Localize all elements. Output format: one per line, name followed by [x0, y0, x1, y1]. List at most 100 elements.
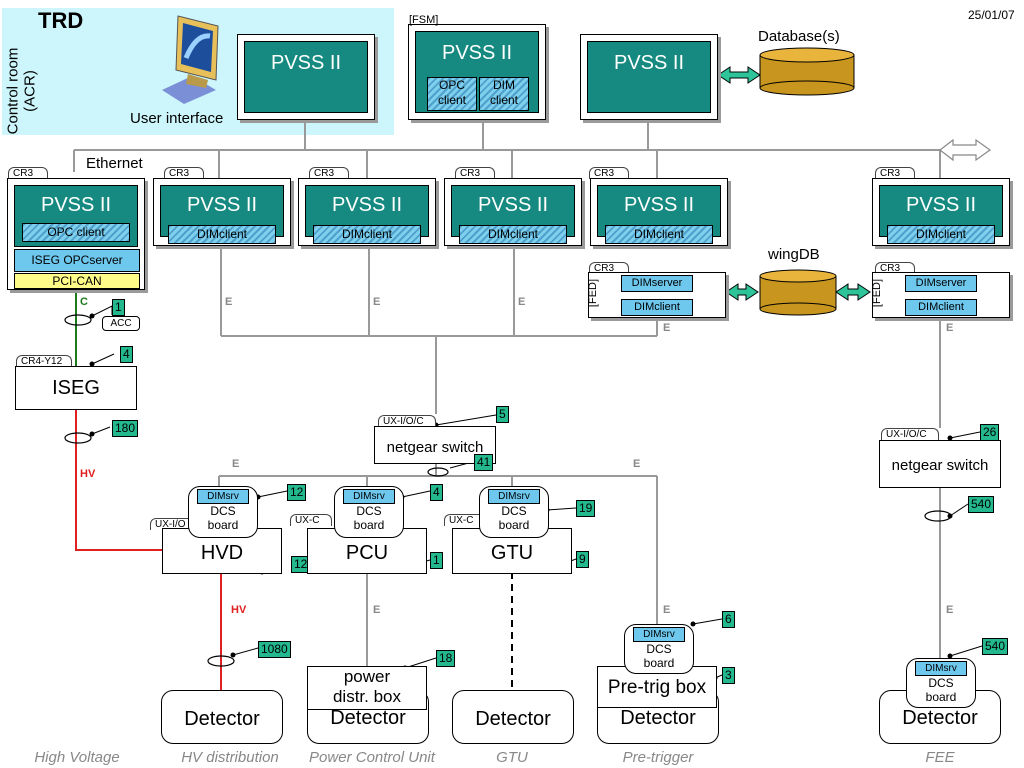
pvss-dim-computer: PVSS II DIMclient	[298, 178, 436, 246]
dcs-board: DIMsrv DCS board	[906, 658, 976, 708]
hv-label: HV	[231, 604, 247, 616]
ethernet-label: Ethernet	[86, 155, 143, 172]
dcs-board-label: DCS board	[353, 504, 385, 532]
hvd-count: 12	[291, 556, 311, 573]
ethernet-e-label: E	[232, 458, 240, 470]
power-distr-box: power distr. box	[307, 666, 427, 710]
hvd-hv-count: 1080	[258, 641, 291, 658]
pvss-acr-computer: PVSS II	[237, 34, 375, 120]
cr3-tab: CR3	[8, 167, 48, 179]
dimsrv-box: DIMsrv	[633, 627, 685, 642]
wingdb-label: wingDB	[768, 246, 820, 263]
pvss-fsm-computer: PVSS II OPC client DIM client	[408, 24, 546, 120]
pcu-dcs-count: 4	[430, 484, 443, 501]
database-label: Database(s)	[758, 28, 840, 45]
pretrig-count: 3	[722, 667, 735, 684]
dcs-board: DIMsrv DCS board	[188, 486, 258, 538]
gtu-count: 9	[576, 551, 589, 568]
ethernet-e-label: E	[633, 458, 641, 470]
fee-dcs-count: 540	[982, 638, 1009, 655]
dimserver-box: DIMserver	[905, 275, 977, 292]
cr3-tab: CR3	[309, 167, 349, 179]
acc-box: ACC	[102, 316, 140, 331]
double-arrow-icon	[717, 66, 871, 301]
user-interface-label: User interface	[130, 110, 224, 127]
caption-gtu: GTU	[496, 749, 528, 766]
fee-switch-count: 26	[980, 424, 1000, 441]
fee-cable-count: 540	[968, 496, 995, 513]
switch-tab: UX-I/O/C	[881, 428, 939, 440]
dimclient-box: DIMclient	[605, 225, 713, 244]
cr3-tab: CR3	[589, 167, 629, 179]
dcs-board-label: DCS board	[643, 642, 675, 670]
ethernet-e-label: E	[663, 322, 671, 334]
pvss-label: PVSS II	[587, 41, 711, 113]
pvss-dim-computer: PVSS II DIMclient	[590, 178, 728, 246]
database-icon	[759, 47, 855, 96]
dim-client-box: DIM client	[479, 77, 529, 111]
iseg-tab: CR4-Y12	[16, 355, 72, 367]
dimsrv-box: DIMsrv	[343, 489, 395, 504]
fed-server-left: [FED] DIMserver DIMclient	[587, 272, 726, 318]
detector-high-voltage: Detector	[161, 690, 283, 744]
fsm-label: [FSM]	[409, 14, 439, 26]
pvss-dim-computer: PVSS II DIMclient	[153, 178, 291, 246]
opc-client-box: OPC client	[22, 223, 130, 242]
ethernet-e-label: E	[946, 604, 954, 616]
caption-hv-distribution: HV distribution	[181, 749, 279, 766]
switch-down-count: 41	[474, 454, 494, 471]
cr3-tab: CR3	[875, 262, 915, 274]
dimsrv-box: DIMsrv	[197, 489, 249, 504]
date-label: 25/01/07	[968, 8, 1015, 22]
ethernet-e-label: E	[225, 296, 233, 308]
pvss-dim-computer: PVSS II DIMclient	[444, 178, 582, 246]
ethernet-e-label: E	[946, 322, 954, 334]
can-c-label: C	[80, 296, 88, 308]
dcs-board-label: DCS board	[498, 504, 530, 532]
caption-fee: FEE	[925, 749, 955, 766]
dimclient-box: DIMclient	[168, 225, 276, 244]
iseg-hv-count: 180	[112, 420, 139, 437]
dimsrv-box: DIMsrv	[488, 489, 540, 504]
dimclient-box: DIMclient	[459, 225, 567, 244]
pcu-tab: UX-C	[290, 514, 332, 526]
dimclient-box: DIMclient	[313, 225, 421, 244]
cr3-tab: CR3	[164, 167, 204, 179]
caption-high-voltage: High Voltage	[34, 749, 120, 766]
fed-label: [FED]	[587, 278, 600, 308]
dimsrv-box: DIMsrv	[915, 661, 967, 676]
dcs-board-label: DCS board	[207, 504, 239, 532]
pci-can-box: PCI-CAN	[14, 273, 140, 289]
hv-label: HV	[80, 468, 96, 480]
iseg-opcserver-box: ISEG OPCserver	[14, 249, 140, 272]
netgear-switch-fee: netgear switch	[879, 440, 1001, 488]
computer-icon	[158, 14, 230, 104]
cr3-tab: CR3	[875, 167, 915, 179]
detector-label: Detector	[620, 707, 696, 729]
dimclient-box: DIMclient	[621, 299, 693, 316]
dimclient-box: DIMclient	[905, 299, 977, 316]
cr3-tab: CR3	[589, 262, 629, 274]
opc-client-box: OPC client	[427, 77, 477, 111]
page-title: TRD	[38, 8, 84, 33]
detector-gtu: Detector	[452, 690, 574, 744]
hvd-dcs-count: 12	[287, 484, 307, 501]
switch-count: 5	[496, 406, 509, 423]
dcs-board: DIMsrv DCS board	[479, 486, 549, 538]
dcs-board: DIMsrv DCS board	[624, 624, 694, 674]
dimclient-box: DIMclient	[887, 225, 995, 244]
pvss-fee-computer: PVSS II DIMclient	[872, 178, 1010, 246]
detector-label: Detector	[902, 707, 978, 729]
pvss-iseg-computer: PVSS II OPC client ISEG OPCserver PCI-CA…	[7, 178, 145, 290]
switch-tab: UX-I/O/C	[378, 415, 436, 427]
acc-count: 1	[112, 299, 125, 316]
ethernet-e-label: E	[373, 296, 381, 308]
pvss-label: PVSS II	[244, 41, 368, 113]
cr3-tab: CR3	[455, 167, 495, 179]
dcs-board-label: DCS board	[925, 676, 957, 704]
pcu-count: 1	[430, 552, 443, 569]
detector-label: Detector	[330, 707, 406, 729]
dcs-board: DIMsrv DCS board	[334, 486, 404, 538]
fed-server-right: [FED] DIMserver DIMclient	[871, 272, 1010, 318]
pretrig-dcs-count: 6	[722, 611, 735, 628]
